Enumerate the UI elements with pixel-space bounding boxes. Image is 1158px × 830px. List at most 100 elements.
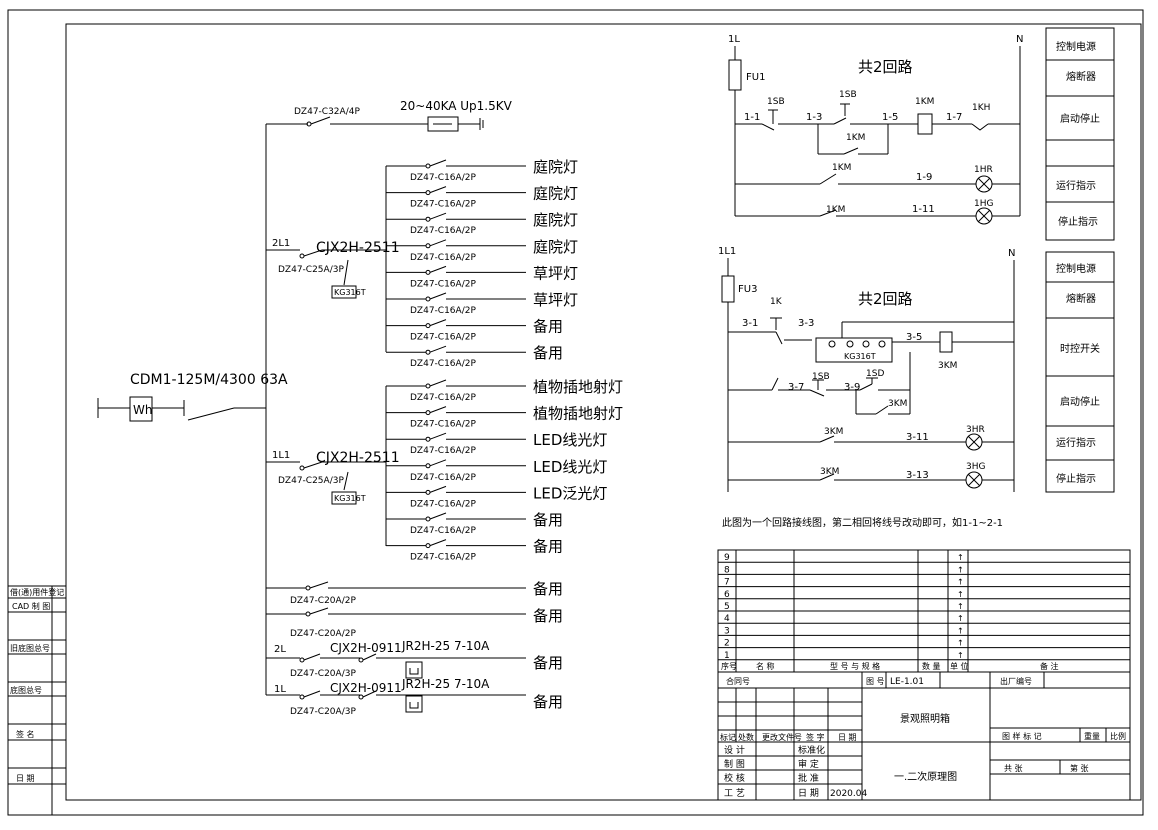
bom-row-number: 1 (724, 651, 730, 661)
branch-breaker-label: DZ47-C16A/2P (410, 200, 476, 210)
mark-header: 更改文件号 (762, 732, 802, 742)
main-breaker-label: CDM1-125M/4300 63A (130, 372, 288, 388)
branch-breaker-label: DZ47-C16A/2P (410, 359, 476, 369)
branch-load-label: 庭院灯 (533, 238, 578, 256)
branch-breaker-label: DZ47-C16A/2P (410, 173, 476, 183)
group-1L1: 1L1 DZ47-C25A/3P CJX2H-2511 KG316T DZ47-… (266, 378, 623, 563)
extra-breaker-label: DZ47-C20A/3P (290, 669, 356, 679)
project-name: 景观照明箱 (900, 712, 950, 725)
branch-load-label: 备用 (533, 318, 563, 336)
role-label: 制 图 (724, 758, 745, 770)
outer-frame (7, 9, 1144, 816)
branch-load-label: 备用 (533, 344, 563, 362)
control-circuit-1: 1L N FU1 共2回路 (728, 27, 1115, 241)
branch-load-label: LED线光灯 (533, 458, 607, 476)
branch-breaker-label: DZ47-C16A/2P (410, 333, 476, 343)
mark-header: 处数 (738, 732, 754, 742)
timer-label: KG316T (334, 288, 366, 297)
wiring-note: 此图为一个回路接线图，第二相回将线号改动即可，如1-1~2-1 (722, 516, 1003, 529)
arrow-icon: ↑ (957, 626, 964, 635)
device-label: 1SB (839, 90, 857, 100)
timer-box (331, 285, 357, 299)
bom-row-number: 7 (724, 578, 730, 588)
contactor-label: CJX2H-2511 (316, 240, 400, 256)
branch-breaker-label: DZ47-C16A/2P (410, 499, 476, 509)
device-label: 3HR (966, 425, 985, 435)
branch-breaker-label: DZ47-C16A/2P (410, 226, 476, 236)
line-label: 1L (728, 34, 740, 45)
arrow-icon: ↑ (957, 602, 964, 611)
contract-label: 合同号 (726, 676, 750, 686)
strip-label: 签 名 (16, 729, 35, 739)
wire-label: 1-11 (912, 204, 935, 215)
bom-table: 9↑8↑7↑6↑5↑4↑3↑2↑1↑ 序号 名 称 型 号 与 规 格 数 量 … (717, 549, 1131, 673)
bom-row-number: 2 (724, 639, 730, 649)
phase-label: 1L1 (272, 450, 290, 461)
device-label: 1KM (826, 205, 845, 215)
device-label: 1KH (972, 103, 990, 113)
date-value: 2020.04 (830, 789, 867, 799)
timer-label: KG316T (844, 352, 876, 361)
thermal-relay (405, 661, 423, 679)
extra-breaker-label: DZ47-C20A/2P (290, 596, 356, 606)
device-label: 1SD (866, 369, 884, 379)
sheets-total: 共 张 (1004, 764, 1023, 773)
device-label: 1HR (974, 165, 993, 175)
branch-load-label: 植物插地射灯 (533, 378, 623, 396)
strip-label: 底图总号 (10, 685, 42, 695)
legend-item: 时控开关 (1060, 342, 1100, 355)
title-block: 合同号 图 号 LE-1.01 出厂编号 景观照明箱 一.二次原理图 图 样 标… (717, 671, 1131, 801)
main-breaker-contact (187, 407, 235, 421)
device-label: 3HG (966, 462, 985, 472)
line-label: 1L1 (718, 246, 736, 257)
bom-header: 型 号 与 规 格 (830, 661, 880, 671)
device-label: 1KM (915, 97, 934, 107)
thermal-relay (405, 695, 423, 713)
branch-breaker-label: DZ47-C16A/2P (410, 306, 476, 316)
device-label: 1K (770, 297, 783, 307)
legend-item: 熔断器 (1066, 70, 1096, 83)
branch-breaker-label: DZ47-C16A/2P (410, 446, 476, 456)
neutral-label: N (1008, 248, 1015, 259)
device-label: 1KM (832, 163, 851, 173)
group-breaker-label: DZ47-C25A/3P (278, 476, 344, 486)
role-label: 校 核 (724, 772, 745, 784)
device-label: 3KM (938, 361, 957, 371)
fuse-label: FU1 (746, 72, 765, 83)
extra-breaker-label: DZ47-C20A/3P (290, 707, 356, 717)
wire-label: 3-9 (844, 382, 860, 393)
neutral-label: N (1016, 34, 1023, 45)
timer-label: KG316T (334, 494, 366, 503)
extra-load-label: 备用 (533, 654, 563, 672)
bom-row-number: 3 (724, 626, 730, 636)
main-incomer: Wh CDM1-125M/4300 63A (97, 124, 288, 695)
branch-row: DZ47-C16A/2P 庭院灯 (386, 185, 578, 210)
stage-label: 图 样 标 记 (1002, 731, 1042, 741)
wire-label: 3-1 (742, 318, 758, 329)
legend-item: 运行指示 (1056, 436, 1096, 449)
device-label: 1KM (846, 133, 865, 143)
wire-label: 1-5 (882, 112, 898, 123)
contactor-coil (917, 113, 933, 135)
role-label: 工 艺 (724, 788, 745, 799)
extra-load-label: 备用 (533, 580, 563, 598)
role-label: 标准化 (798, 744, 825, 756)
legend-item: 控制电源 (1056, 40, 1096, 53)
bom-row-number: 9 (724, 553, 730, 563)
branch-load-label: 庭院灯 (533, 185, 578, 203)
device-label: 1SB (812, 372, 830, 382)
phase-label: 1L (274, 684, 286, 695)
contactor-coil (939, 331, 953, 353)
legend-box (1045, 251, 1115, 493)
branch-breaker-label: DZ47-C16A/2P (410, 420, 476, 430)
arrow-icon: ↑ (957, 553, 964, 562)
bom-row-number: 4 (724, 614, 730, 624)
branch-row: DZ47-C16A/2P 备用 (386, 344, 563, 369)
legend-item: 控制电源 (1056, 262, 1096, 275)
legend-box (1045, 27, 1115, 241)
